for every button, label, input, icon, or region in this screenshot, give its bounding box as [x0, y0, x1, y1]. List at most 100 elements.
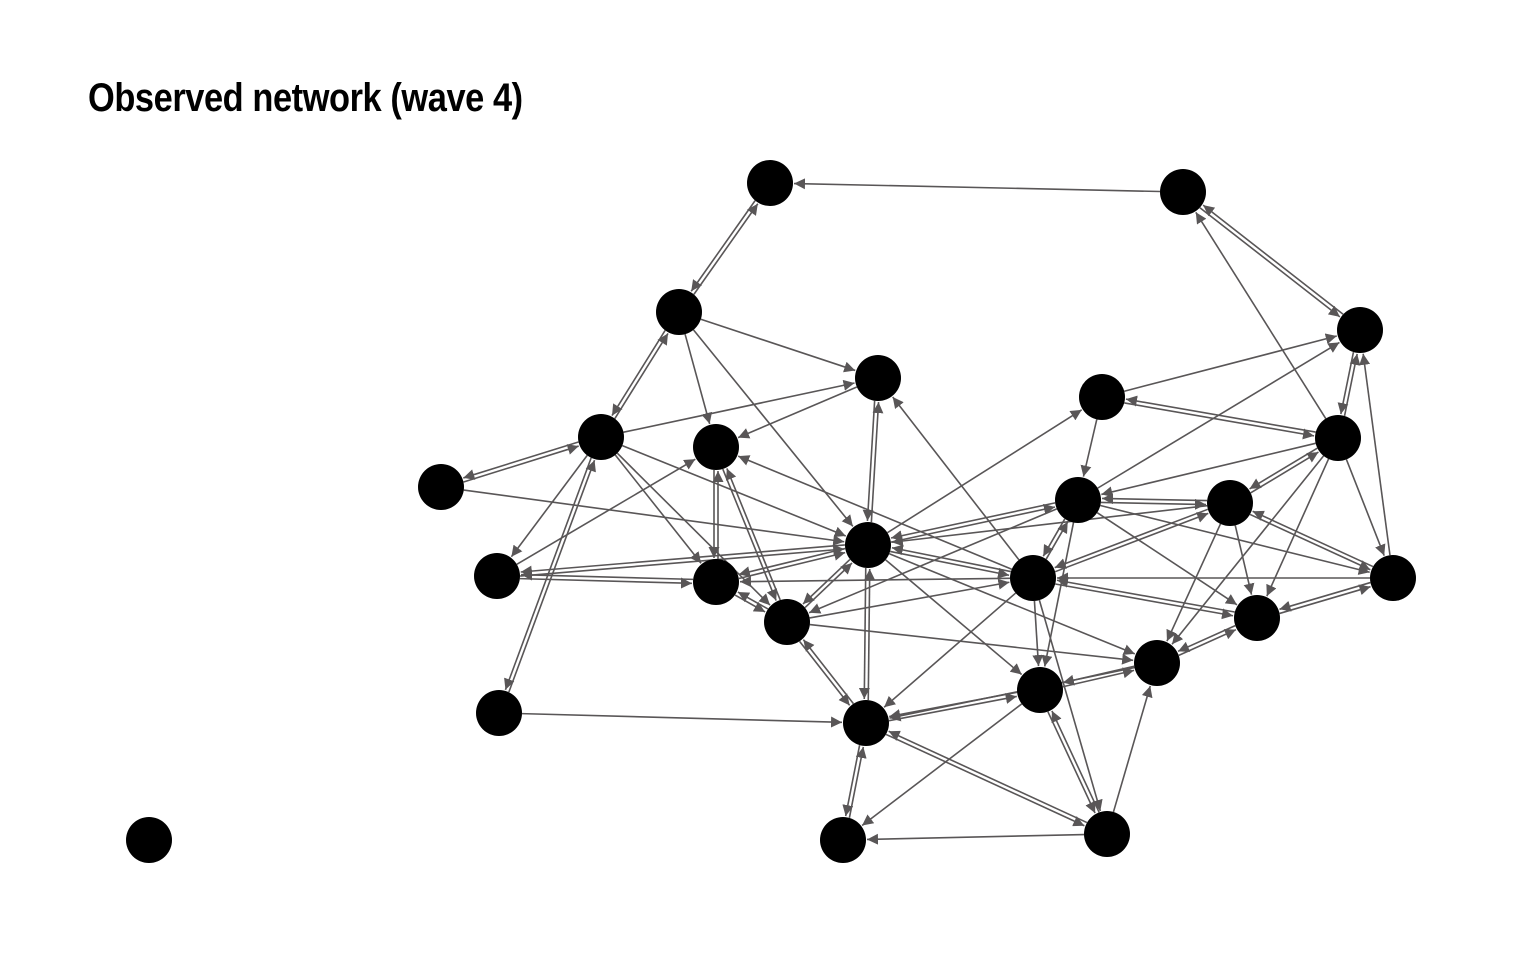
edge-16-15	[739, 576, 1011, 588]
node-24	[820, 817, 866, 863]
node-9	[1315, 415, 1361, 461]
edge-10-13	[463, 489, 845, 546]
node-19	[1234, 595, 1280, 641]
edge-16-12	[1054, 512, 1209, 573]
edge-14-15	[519, 577, 692, 589]
edge-23-25	[885, 733, 1085, 827]
edge-19-17	[1279, 584, 1371, 615]
edge-12-11	[1102, 493, 1208, 505]
edge-11-21	[1041, 522, 1075, 667]
node-13	[845, 522, 891, 568]
edge-16-5	[892, 396, 1020, 561]
edge-17-4	[1359, 353, 1391, 556]
edge-7-14	[510, 454, 588, 558]
edge-21-24	[861, 703, 1023, 827]
edge-15-14	[521, 569, 694, 581]
edge-8-18	[722, 468, 778, 601]
edge-18-8	[725, 468, 781, 601]
edge-2-1	[793, 178, 1161, 193]
nodes-layer	[126, 160, 1416, 863]
edge-12-17	[1249, 513, 1371, 571]
node-2	[1160, 169, 1206, 215]
edge-16-19	[1055, 583, 1234, 620]
edge-20-19	[1178, 628, 1237, 657]
edge-5-8	[737, 386, 858, 439]
edge-16-13	[891, 544, 1011, 573]
edge-3-8	[684, 333, 713, 425]
node-22	[476, 690, 522, 736]
edge-11-4	[1097, 341, 1340, 489]
edge-10-7	[463, 444, 579, 483]
edge-3-13	[692, 329, 854, 527]
edge-7-15	[614, 454, 702, 564]
node-8	[693, 424, 739, 470]
edge-5-13	[862, 400, 876, 521]
edge-7-3	[614, 332, 669, 419]
edge-6-9	[1124, 402, 1315, 440]
edge-11-19	[1096, 511, 1238, 606]
edge-23-18	[802, 639, 855, 705]
edge-11-18	[808, 508, 1058, 614]
edge-12-16	[1054, 508, 1209, 569]
edge-13-11	[890, 503, 1056, 543]
edge-23-21	[888, 693, 1017, 722]
edge-9-19	[1266, 458, 1330, 597]
edge-12-9	[1250, 451, 1319, 494]
edge-13-5	[870, 402, 884, 523]
node-5	[855, 355, 901, 401]
edge-17-12	[1252, 510, 1374, 568]
edge-22-7	[508, 459, 596, 693]
edge-24-23	[848, 746, 867, 818]
node-20	[1134, 640, 1180, 686]
edge-15-13	[738, 549, 846, 580]
node-23	[843, 700, 889, 746]
edge-14-13	[520, 544, 845, 577]
edge-13-20	[888, 552, 1136, 655]
node-3	[656, 289, 702, 335]
node-15	[693, 559, 739, 605]
edge-11-17	[1100, 504, 1370, 575]
edge-17-19	[1279, 581, 1371, 612]
node-18	[764, 599, 810, 645]
edge-18-23	[798, 640, 851, 706]
edge-18-20	[809, 623, 1134, 665]
edge-3-7	[611, 330, 666, 417]
edge-13-16	[890, 550, 1010, 579]
edge-6-11	[1080, 419, 1098, 477]
edge-7-13	[622, 444, 847, 537]
chart-title: Observed network (wave 4)	[88, 76, 523, 120]
edge-18-16	[809, 578, 1010, 619]
edge-16-11	[1045, 521, 1069, 560]
edge-25-20	[1112, 685, 1153, 813]
node-14	[474, 553, 520, 599]
node-11	[1055, 477, 1101, 523]
edge-25-21	[1051, 710, 1100, 813]
edge-22-23	[521, 712, 843, 728]
edge-9-6	[1125, 395, 1316, 433]
edge-12-19	[1234, 525, 1255, 595]
edge-16-21	[1032, 600, 1044, 667]
edge-16-25	[1038, 599, 1103, 812]
edge-18-15	[737, 591, 769, 610]
edge-25-23	[888, 730, 1088, 824]
edge-14-8	[516, 458, 696, 566]
edge-1-3	[690, 200, 756, 292]
edge-9-11	[1101, 442, 1316, 498]
node-26	[126, 817, 172, 863]
node-10	[418, 464, 464, 510]
edge-13-6	[887, 409, 1083, 534]
node-7	[578, 414, 624, 460]
edge-9-17	[1345, 459, 1386, 556]
edge-13-21	[885, 559, 1023, 676]
edge-19-20	[1177, 624, 1236, 653]
edge-6-4	[1124, 333, 1337, 392]
node-21	[1017, 667, 1063, 713]
node-12	[1207, 480, 1253, 526]
edge-12-13	[891, 504, 1208, 547]
edge-21-23	[889, 691, 1018, 720]
edge-11-13	[890, 502, 1056, 542]
edge-4-2	[1202, 204, 1344, 315]
edge-25-24	[866, 833, 1085, 845]
edge-13-18	[802, 558, 851, 605]
